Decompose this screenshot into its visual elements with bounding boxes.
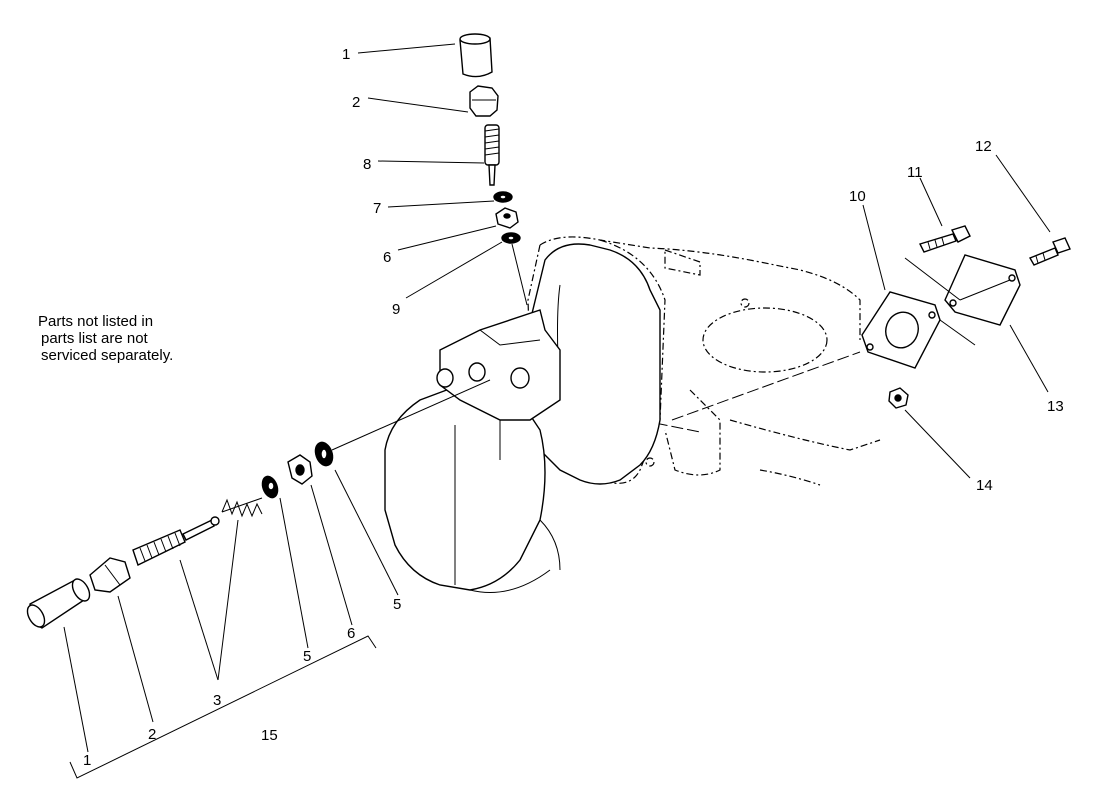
callout-3: 3 — [213, 692, 221, 709]
hex-nut-left — [287, 454, 313, 485]
cover-plate — [944, 254, 1021, 326]
callout-10: 10 — [849, 188, 866, 205]
bolt-12 — [1028, 237, 1071, 266]
callout-12: 12 — [975, 138, 992, 155]
note-line-2: parts list are not — [41, 330, 148, 347]
callout-5-left: 5 — [303, 648, 311, 665]
leader-lines — [63, 43, 1051, 779]
callout-9: 9 — [392, 301, 400, 318]
callout-11: 11 — [907, 164, 923, 181]
callout-7: 7 — [373, 200, 381, 217]
callouts: 1 2 8 7 6 9 10 11 12 13 14 5 6 5 3 2 1 1… — [83, 46, 1064, 769]
lower-housing — [384, 383, 561, 593]
adjuster-screw-left — [132, 516, 220, 566]
adjuster-screw-top — [484, 124, 500, 186]
callout-5-right: 5 — [393, 596, 401, 613]
hex-nut-top — [495, 207, 519, 229]
callout-2-top: 2 — [352, 94, 360, 111]
callout-1-bottom: 1 — [83, 752, 91, 769]
callout-14: 14 — [976, 477, 993, 494]
acorn-nut-left — [89, 557, 131, 593]
callout-1-top: 1 — [342, 46, 350, 63]
mid-housing — [436, 309, 561, 460]
note-line-1: Parts not listed in — [38, 313, 154, 330]
service-note: Parts not listed in parts list are not s… — [38, 313, 228, 364]
bolt-11 — [919, 225, 971, 253]
callout-8: 8 — [363, 156, 371, 173]
cap-left — [26, 578, 91, 629]
gasket — [861, 291, 941, 369]
callout-15: 15 — [261, 727, 278, 744]
acorn-nut-top — [469, 85, 499, 117]
callout-6-top: 6 — [383, 249, 391, 266]
spring-left — [221, 497, 263, 518]
hex-nut-14 — [888, 387, 909, 409]
note-line-3: serviced separately. — [41, 347, 174, 364]
callout-13: 13 — [1047, 398, 1064, 415]
cap-top — [459, 33, 493, 78]
callout-6-bottom: 6 — [347, 625, 355, 642]
callout-2-bottom: 2 — [148, 726, 156, 743]
